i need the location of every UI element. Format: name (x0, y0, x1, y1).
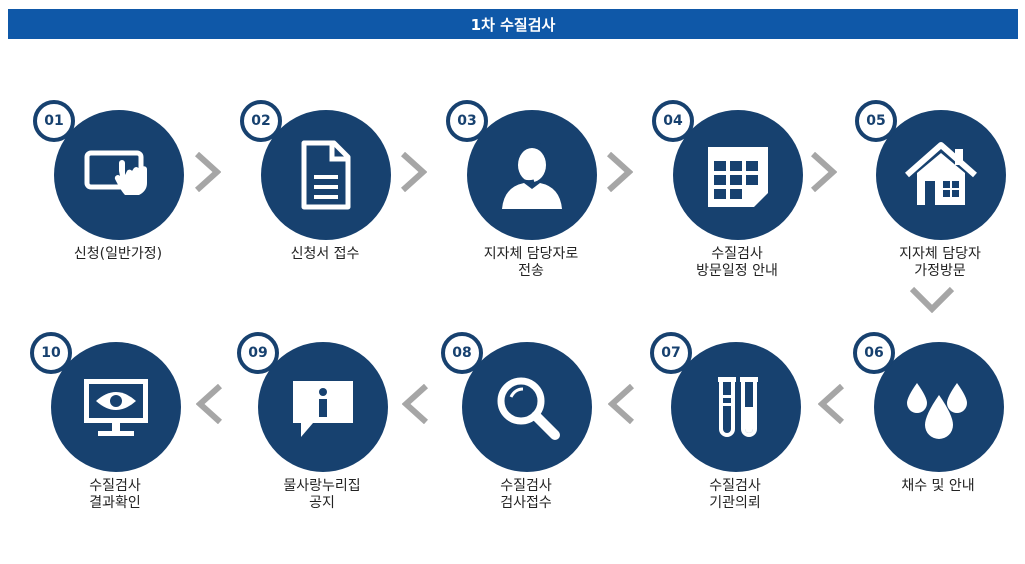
chevron-right-icon (400, 152, 427, 192)
magnifier-icon (497, 377, 560, 440)
step-03: 03 지자체 담당자로 전송 (446, 100, 616, 300)
step-label: 신청(일반가정) (73, 246, 163, 262)
step-05: 05 지자체 담당자 가정방문 (855, 100, 1025, 300)
chevron-left-icon (196, 384, 223, 424)
step-number: 03 (446, 100, 488, 142)
chevron-right-icon (606, 152, 633, 192)
chevron-right-icon (194, 152, 221, 192)
step-number: 07 (650, 332, 692, 374)
step-label: 신청서 접수 (290, 246, 360, 262)
step-08: 08 수질검사 검사접수 (441, 332, 611, 532)
step-01: 01 신청(일반가정) (33, 100, 203, 300)
calendar-icon (708, 147, 768, 207)
step-number: 06 (853, 332, 895, 374)
operator-icon (502, 141, 562, 209)
document-icon (301, 140, 351, 210)
chevron-down-icon (910, 286, 954, 313)
step-label: 수질검사 검사접수 (500, 478, 552, 511)
tablet-touch-icon (84, 150, 147, 195)
step-number: 05 (855, 100, 897, 142)
page-title: 1차 수질검사 (470, 15, 556, 34)
step-02: 02 신청서 접수 (240, 100, 410, 300)
chevron-left-icon (818, 384, 845, 424)
chevron-left-icon (402, 384, 429, 424)
step-label: 지자체 담당자 가정방문 (899, 246, 981, 279)
title-bar: 1차 수질검사 (8, 9, 1018, 39)
step-06: 06 채수 및 안내 (853, 332, 1023, 532)
chevron-right-icon (810, 152, 837, 192)
step-number: 04 (652, 100, 694, 142)
test-tubes-icon (718, 377, 758, 437)
step-label: 수질검사 방문일정 안내 (696, 246, 778, 279)
step-10: 10 수질검사 결과확인 (30, 332, 200, 532)
step-label: 물사랑누리집 공지 (283, 478, 361, 511)
step-09: 09 물사랑누리집 공지 (237, 332, 407, 532)
step-number: 09 (237, 332, 279, 374)
info-speech-icon (293, 381, 353, 437)
step-label: 채수 및 안내 (901, 478, 975, 494)
step-07: 07 수질검사 기관의뢰 (650, 332, 820, 532)
step-number: 10 (30, 332, 72, 374)
step-label: 수질검사 기관의뢰 (709, 478, 761, 511)
step-number: 02 (240, 100, 282, 142)
monitor-eye-icon (84, 379, 148, 436)
chevron-left-icon (608, 384, 635, 424)
house-icon (905, 142, 977, 205)
step-number: 01 (33, 100, 75, 142)
step-label: 지자체 담당자로 전송 (483, 246, 579, 279)
step-label: 수질검사 결과확인 (89, 478, 141, 511)
step-number: 08 (441, 332, 483, 374)
step-04: 04 수질검사 방문일정 안내 (652, 100, 822, 300)
water-drops-icon (907, 383, 967, 439)
